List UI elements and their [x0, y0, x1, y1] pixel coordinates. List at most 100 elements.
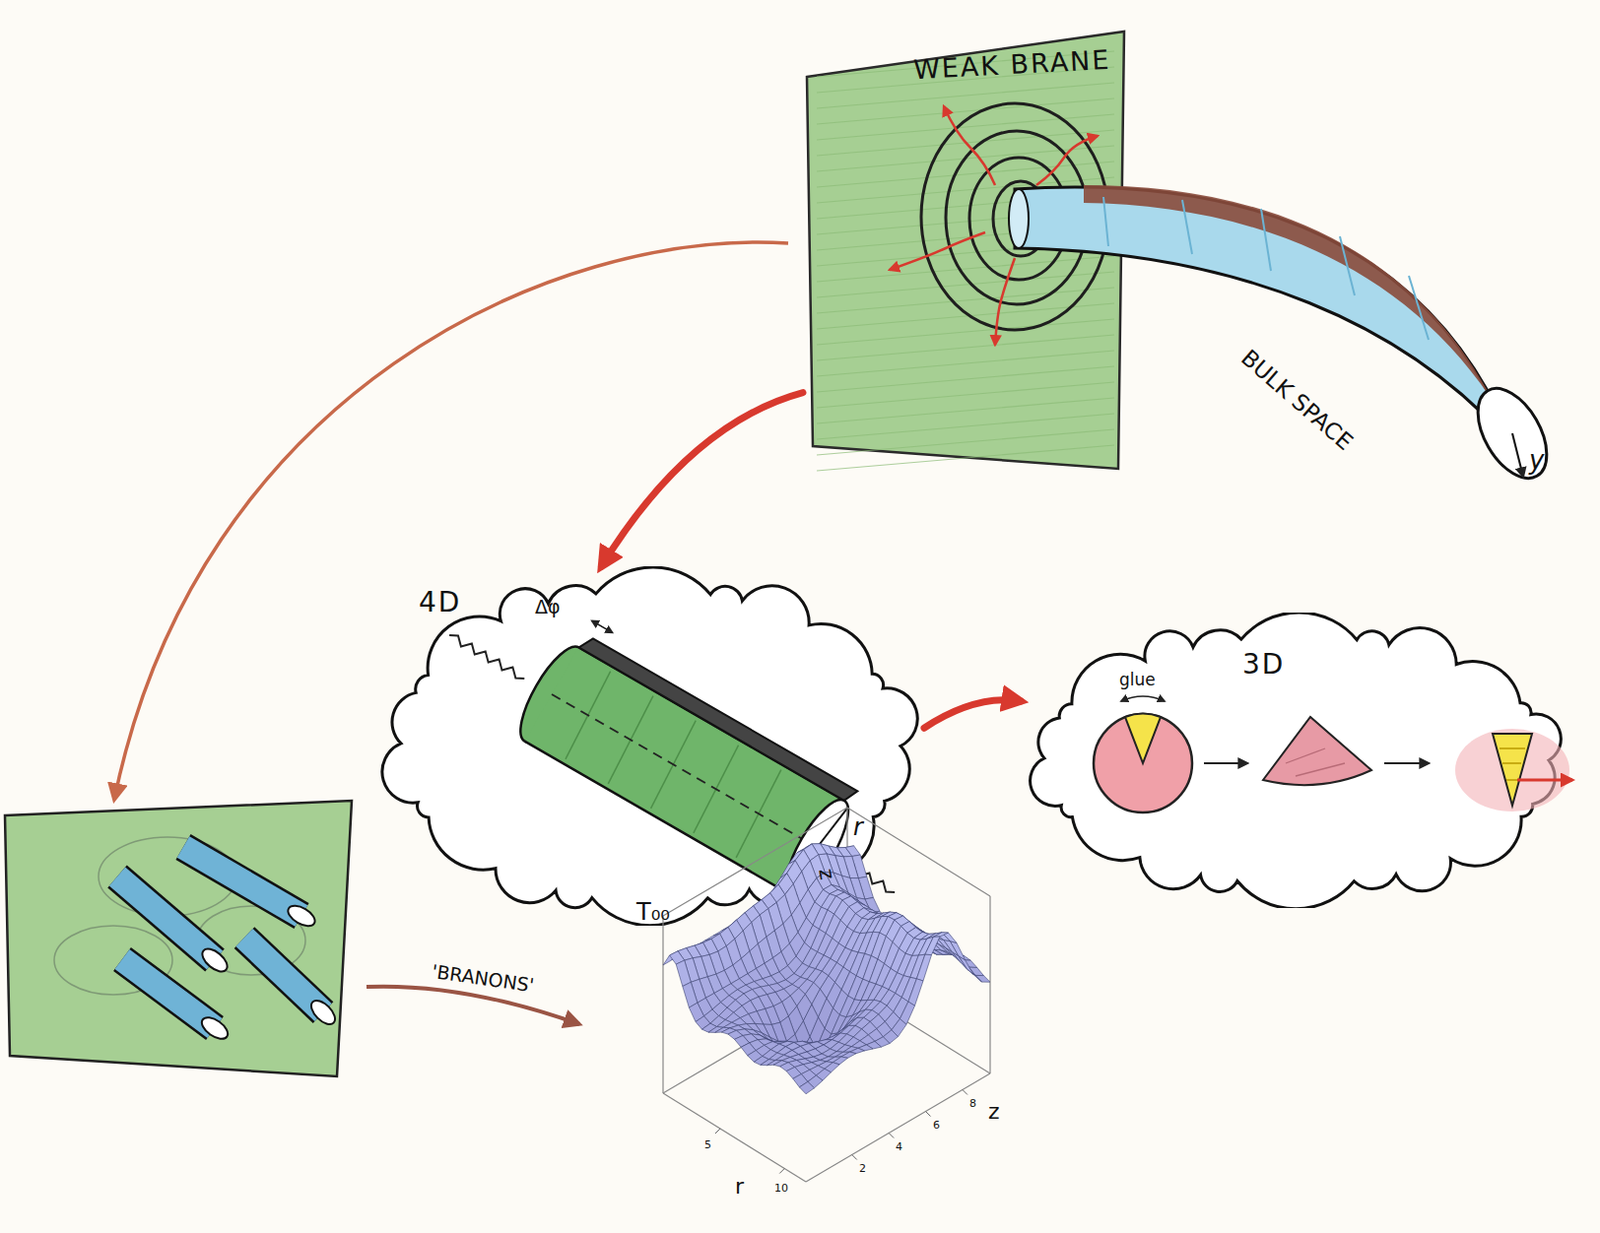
surface-cell [929, 933, 944, 941]
surface-cell [791, 903, 806, 934]
surface-cell [807, 1049, 823, 1064]
surface-cell [780, 1063, 796, 1072]
surface-cell [749, 1040, 765, 1052]
surface-cell [916, 954, 932, 982]
surface-cell [697, 998, 713, 1017]
surface-cell [893, 922, 909, 934]
surface-cell [840, 907, 856, 928]
surface-cell [821, 958, 837, 976]
surface-cell [846, 1000, 862, 1018]
surface-cell [767, 1061, 783, 1067]
surface-cell [886, 994, 902, 1013]
surface-cell [845, 932, 861, 952]
surface-cell [824, 1008, 840, 1035]
surface-cell [801, 1041, 817, 1044]
surface-cell [785, 1054, 800, 1066]
surface-cell [797, 995, 812, 1022]
surface-cell [694, 942, 710, 957]
surface-cell [845, 1037, 861, 1048]
pencil-hatch [816, 114, 1115, 140]
surface-cell [864, 908, 879, 915]
surface-cell [803, 1043, 819, 1055]
surface-cell [844, 1012, 860, 1029]
surface-cell [877, 936, 893, 965]
small-tube [122, 959, 215, 1029]
surface-cell [809, 1017, 825, 1050]
surface-cell [688, 1002, 704, 1022]
surface-cell [711, 933, 727, 952]
surface-cell [663, 951, 678, 966]
pencil-hatch [816, 208, 1115, 235]
surface-cell [931, 935, 946, 948]
surface-cell [951, 951, 967, 969]
surface-cell [790, 988, 805, 1006]
surface-cell [856, 898, 871, 915]
surface-cell [958, 956, 974, 976]
surface-cell [747, 969, 763, 983]
surface-cell [857, 902, 872, 911]
surface-cell [906, 931, 922, 947]
surface-cell [677, 948, 693, 962]
surface-cell [868, 959, 884, 985]
surface-cell [684, 958, 700, 984]
pencil-hatch [816, 161, 1115, 188]
surface-cell [935, 953, 951, 956]
surface-cell [727, 1000, 742, 1013]
surface-cell [806, 969, 822, 984]
surface-cell [728, 1030, 743, 1040]
surface-cell [675, 960, 691, 987]
surface-cell [768, 1039, 784, 1051]
tick-label: 6 [933, 1119, 940, 1133]
surface-cell [671, 948, 687, 961]
pencil-hatch [816, 193, 1115, 219]
surface-cell [779, 1041, 795, 1047]
surface-cell [843, 950, 859, 973]
surface-cell [841, 875, 857, 899]
surface-cell [764, 958, 780, 977]
thought-cloud: 3D [1020, 612, 1573, 909]
pencil-hatch [816, 130, 1115, 156]
flow-arrow [601, 393, 803, 567]
tick-label: 8 [969, 1097, 977, 1111]
surface-cell [800, 967, 816, 981]
surface-cell [701, 954, 717, 977]
surface-cell [858, 1045, 873, 1052]
pencil-hatch [816, 319, 1115, 345]
surface-cell [735, 1029, 751, 1037]
surface-cell [875, 964, 891, 988]
surface-cell [754, 1023, 770, 1038]
surface-cell [818, 999, 834, 1030]
surface-cell [866, 1000, 881, 1010]
surface-cell [746, 1023, 762, 1033]
surface-cell [795, 1021, 810, 1053]
axis-title: z [988, 1099, 1000, 1125]
surface-cell [773, 1001, 789, 1023]
surface-cell [769, 1037, 785, 1055]
surface-cell [851, 1041, 867, 1050]
surface-cell [709, 951, 725, 975]
surface-cell [839, 887, 855, 904]
brane-sheet: WEAK BRANE [802, 27, 1129, 473]
surface-cell [742, 923, 758, 952]
surface-cell [722, 984, 737, 997]
surface-cell [714, 989, 730, 1003]
surface-cell [716, 970, 732, 989]
box-edge [989, 896, 991, 1074]
surface-cell [768, 902, 784, 932]
surface-cell [751, 915, 767, 944]
multi-brane [4, 800, 352, 1077]
surface-cell [884, 942, 900, 970]
surface-cell [849, 902, 865, 915]
surface-cell [730, 913, 745, 927]
tube-stroke [1182, 200, 1193, 255]
surface-cell [782, 996, 798, 1017]
surface-cell [831, 1015, 847, 1035]
surface-cell [930, 950, 945, 955]
surface-cell [775, 1055, 791, 1062]
pencil-hatch [816, 429, 1115, 456]
surface-cell [787, 1041, 802, 1044]
surface-cell [774, 1042, 790, 1051]
surface-cell [748, 1011, 764, 1025]
surface-cell [857, 1009, 872, 1018]
brane-fill [806, 31, 1125, 469]
